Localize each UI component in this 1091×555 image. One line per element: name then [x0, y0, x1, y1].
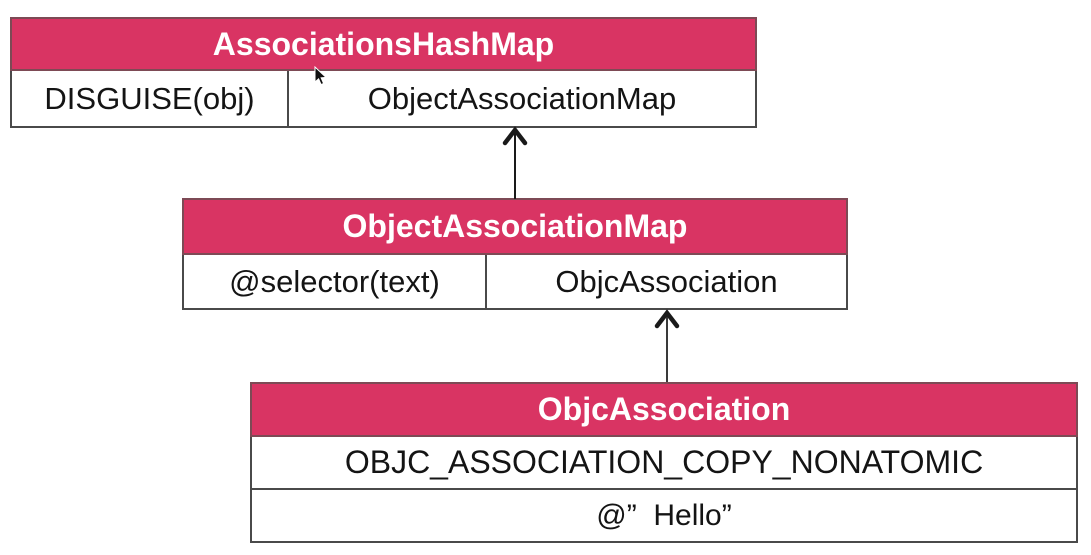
key-cell: @selector(text) [229, 263, 440, 299]
up-arrow-icon [654, 309, 680, 382]
key-cell: DISGUISE(obj) [44, 80, 255, 116]
up-arrow-icon [502, 126, 528, 199]
value-row: @” Hello” [250, 490, 1078, 543]
class-box-object-association-map: ObjectAssociationMap @selector(text) Obj… [182, 198, 848, 310]
class-box-title: ObjectAssociationMap [182, 198, 848, 255]
class-box-body: @selector(text) ObjcAssociation [182, 255, 848, 310]
class-title-text: AssociationsHashMap [212, 25, 555, 62]
value-cell: ObjectAssociationMap [287, 71, 755, 126]
class-title-text: ObjcAssociation [537, 391, 791, 427]
class-box-title: ObjcAssociation [250, 382, 1078, 437]
class-title-text: ObjectAssociationMap [342, 208, 688, 244]
class-box-objc-association: ObjcAssociation OBJC_ASSOCIATION_COPY_NO… [250, 382, 1078, 543]
policy-row: OBJC_ASSOCIATION_COPY_NONATOMIC [250, 437, 1078, 490]
class-box-associations-hash-map: AssociationsHashMap DISGUISE(obj) Object… [10, 17, 757, 128]
class-box-body: DISGUISE(obj) ObjectAssociationMap [10, 71, 757, 128]
value-cell: ObjcAssociation [485, 255, 846, 308]
class-box-title: AssociationsHashMap [10, 17, 757, 71]
